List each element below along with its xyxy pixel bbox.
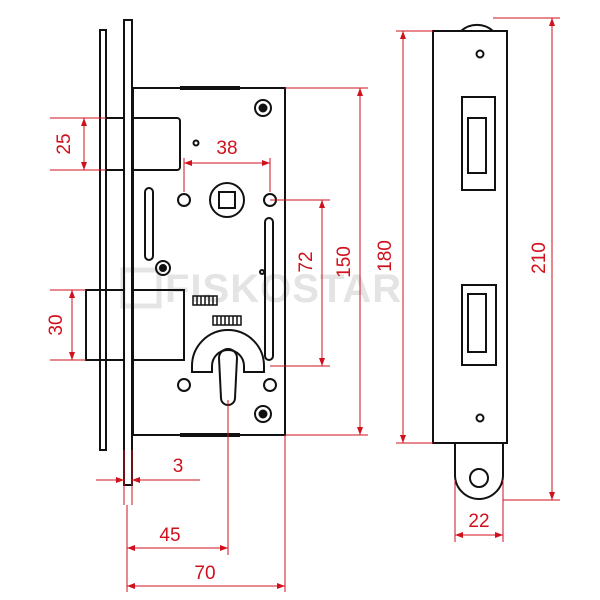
faceplate-outline [432,30,508,444]
dimension-150-label: 150 [334,246,355,278]
faceplate-screw-bottom-icon [475,413,485,423]
front-plate-main [123,19,133,486]
dead-bolt-outer [85,289,125,361]
lock-body-case [132,87,286,436]
bolt-serration-icon [212,315,242,326]
dimension-38-label: 38 [216,138,237,159]
latch-serration-icon [192,295,218,306]
latch-opening-outer [461,96,496,191]
spindle-hub-icon [209,182,245,218]
screw-middle-icon [155,260,171,276]
latch-bolt-outer [105,117,125,171]
slot-right [264,217,274,361]
dimension-210-label: 210 [529,242,550,274]
dimension-180-label: 180 [375,240,396,272]
hole-icon [177,378,191,392]
faceplate-side [432,23,508,500]
dimension-30-label: 30 [46,314,67,335]
strike-hole-icon [469,468,489,488]
dimension-45-label: 45 [159,525,180,546]
slot-left [144,187,154,261]
bolt-opening-inner [467,293,487,353]
dimension-labels: 25 30 38 72 150 180 210 22 3 45 70 [46,133,550,584]
cylinder-keyhole-icon [191,328,265,406]
lock-body [132,86,286,437]
dimension-70-label: 70 [194,563,215,584]
strike-tab [454,443,504,500]
front-plate-left-edge [99,29,107,451]
latch-bolt [105,117,181,171]
bolt-opening-outer [461,284,497,366]
watermark-logo-icon [120,267,162,309]
faceplate-screw-top-icon [475,49,485,59]
dimension-lines [50,17,560,592]
front-plate [99,19,133,486]
screw-top-icon [254,99,272,117]
hole-icon [192,139,200,147]
dimension-25-label: 25 [54,133,75,154]
dimension-3-label: 3 [173,456,184,477]
dimension-72-label: 72 [296,251,317,272]
hole-icon [263,378,277,392]
latch-opening-inner [467,117,487,174]
hole-icon [177,193,191,207]
dimension-22-label: 22 [468,511,489,532]
latch-bolt-inner [131,117,181,171]
screw-bottom-icon [254,405,272,423]
